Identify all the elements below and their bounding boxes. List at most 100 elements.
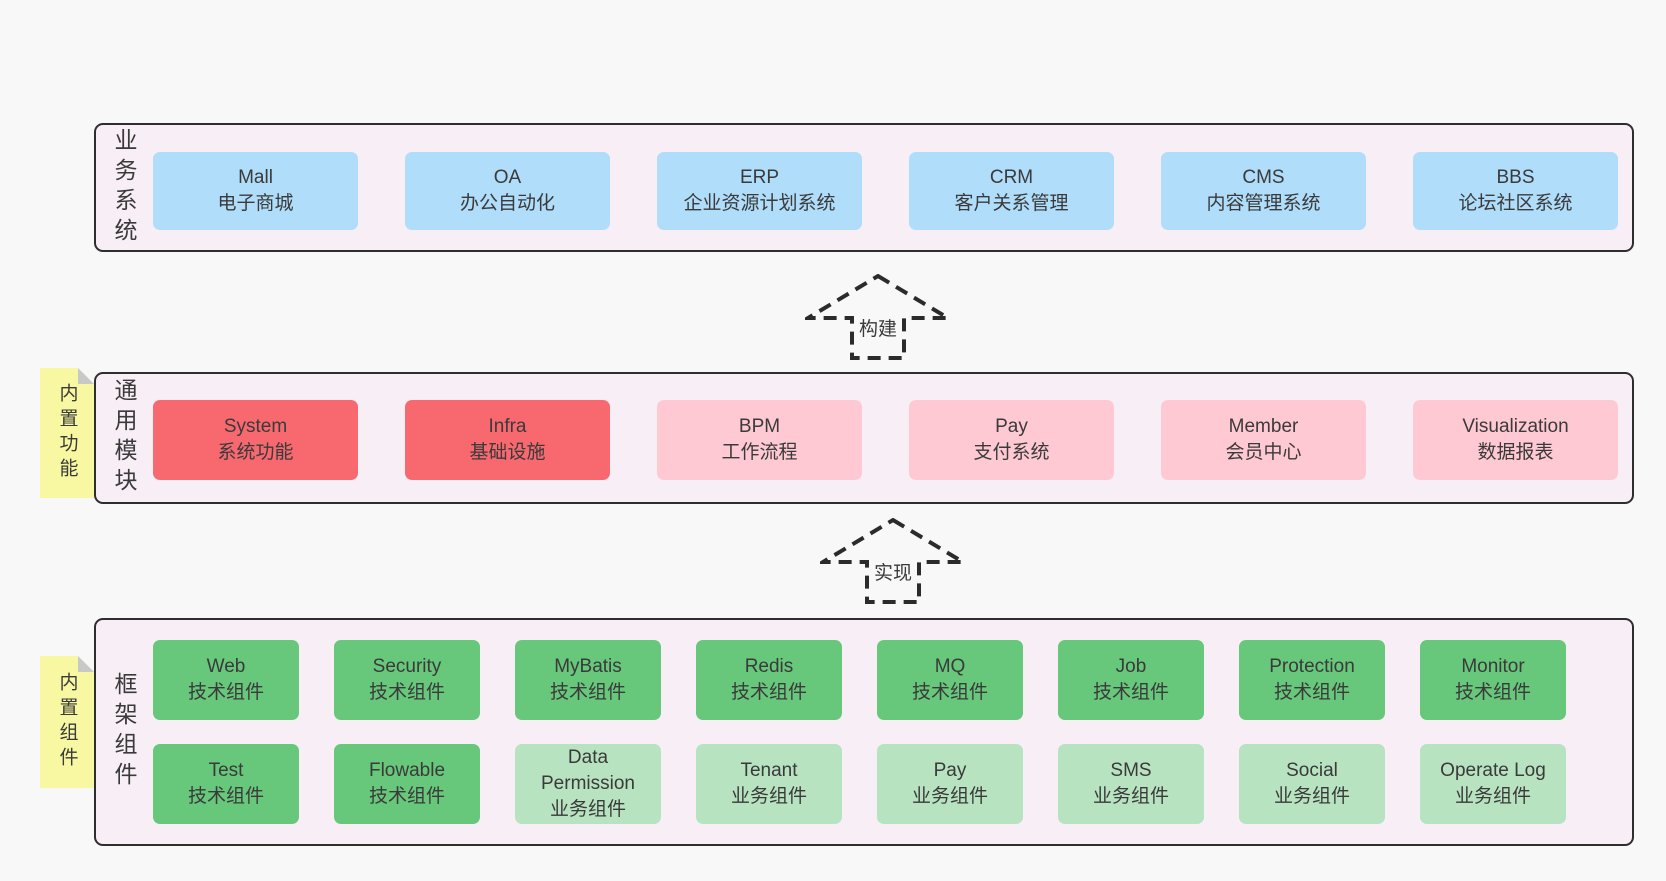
box-title: Protection [1269,655,1355,677]
sticky-tag-built-in-features: 内置功能 [40,368,94,498]
section-label-business: 业务系统 [111,127,137,248]
box-subtitle: 技术组件 [911,682,988,703]
diagram-box-job: Job 技术组件 [1058,640,1204,720]
box-subtitle: 技术组件 [730,682,807,703]
diagram-box-oa: OA 办公自动化 [405,152,610,230]
box-title: Data Permission [541,746,635,794]
box-subtitle: 技术组件 [1454,682,1531,703]
box-title: Job [1115,655,1147,677]
diagram-box-security: Security 技术组件 [334,640,480,720]
diagram-box-visualization: Visualization 数据报表 [1413,400,1618,480]
box-title: ERP [739,166,780,188]
box-subtitle: 业务组件 [1273,786,1350,807]
diagram-box-member: Member 会员中心 [1161,400,1366,480]
box-subtitle: 技术组件 [549,682,626,703]
box-title: Security [372,655,442,677]
box-title: BPM [738,415,781,437]
implement-arrow: 实现 [820,518,966,604]
box-title: BBS [1496,166,1535,188]
box-title: Social [1286,759,1338,781]
box-subtitle: 会员中心 [1225,442,1302,463]
arrow-label-build: 构建 [855,314,901,341]
box-subtitle: 企业资源计划系统 [683,193,836,214]
tag-label-built-in-features: 内置功能 [56,383,78,483]
diagram-box-monitor: Monitor 技术组件 [1420,640,1566,720]
box-title: Test [208,759,244,781]
diagram-box-sms: SMS 业务组件 [1058,744,1204,824]
box-subtitle: 业务组件 [911,786,988,807]
diagram-box-pay: Pay 业务组件 [877,744,1023,824]
box-subtitle: 技术组件 [1092,682,1169,703]
diagram-box-tenant: Tenant 业务组件 [696,744,842,824]
box-title: Member [1228,415,1299,437]
box-title: Infra [488,415,527,437]
diagram-box-social: Social 业务组件 [1239,744,1385,824]
dashed-up-arrow-icon [820,518,966,604]
diagram-box-system: System 系统功能 [153,400,358,480]
diagram-box-erp: ERP 企业资源计划系统 [657,152,862,230]
box-subtitle: 内容管理系统 [1206,193,1321,214]
box-title: Monitor [1461,655,1525,677]
box-title: MyBatis [554,655,622,677]
diagram-box-redis: Redis 技术组件 [696,640,842,720]
diagram-box-crm: CRM 客户关系管理 [909,152,1114,230]
box-title: CMS [1242,166,1285,188]
box-subtitle: 业务组件 [1092,786,1169,807]
box-subtitle: 数据报表 [1477,442,1554,463]
diagram-box-data-permission: Data Permission 业务组件 [515,744,661,824]
dashed-up-arrow-icon [805,274,951,360]
box-subtitle: 工作流程 [721,442,798,463]
box-title: OA [493,166,522,188]
box-subtitle: 系统功能 [217,442,294,463]
build-arrow: 构建 [805,274,951,360]
diagram-box-cms: CMS 内容管理系统 [1161,152,1366,230]
box-title: Mall [238,166,273,188]
box-subtitle: 技术组件 [368,682,445,703]
diagram-box-mq: MQ 技术组件 [877,640,1023,720]
diagram-box-bpm: BPM 工作流程 [657,400,862,480]
folded-corner-icon [78,368,94,384]
box-subtitle: 业务组件 [730,786,807,807]
tag-label-built-in-components: 内置组件 [56,672,78,772]
box-subtitle: 支付系统 [973,442,1050,463]
box-subtitle: 技术组件 [368,786,445,807]
box-subtitle: 客户关系管理 [954,193,1069,214]
diagram-box-pay: Pay 支付系统 [909,400,1114,480]
folded-corner-icon [78,656,94,672]
arrow-label-implement: 实现 [870,558,916,585]
box-subtitle: 业务组件 [549,799,626,821]
section-label-modules: 通用模块 [111,378,137,498]
box-subtitle: 技术组件 [1273,682,1350,703]
box-subtitle: 技术组件 [187,682,264,703]
box-title: System [223,415,288,437]
box-title: Tenant [740,759,798,781]
box-title: Visualization [1462,415,1569,437]
box-title: CRM [989,166,1034,188]
diagram-box-protection: Protection 技术组件 [1239,640,1385,720]
sticky-tag-built-in-components: 内置组件 [40,656,94,788]
box-title: Pay [933,759,967,781]
section-label-components: 框架组件 [111,672,137,792]
diagram-box-web: Web 技术组件 [153,640,299,720]
box-title: SMS [1110,759,1152,781]
box-title: Pay [995,415,1028,437]
diagram-box-mybatis: MyBatis 技术组件 [515,640,661,720]
box-title: MQ [934,655,966,677]
box-title: Redis [744,655,794,677]
box-title: Web [206,655,246,677]
box-subtitle: 办公自动化 [459,193,555,214]
box-title: Operate Log [1440,759,1546,781]
